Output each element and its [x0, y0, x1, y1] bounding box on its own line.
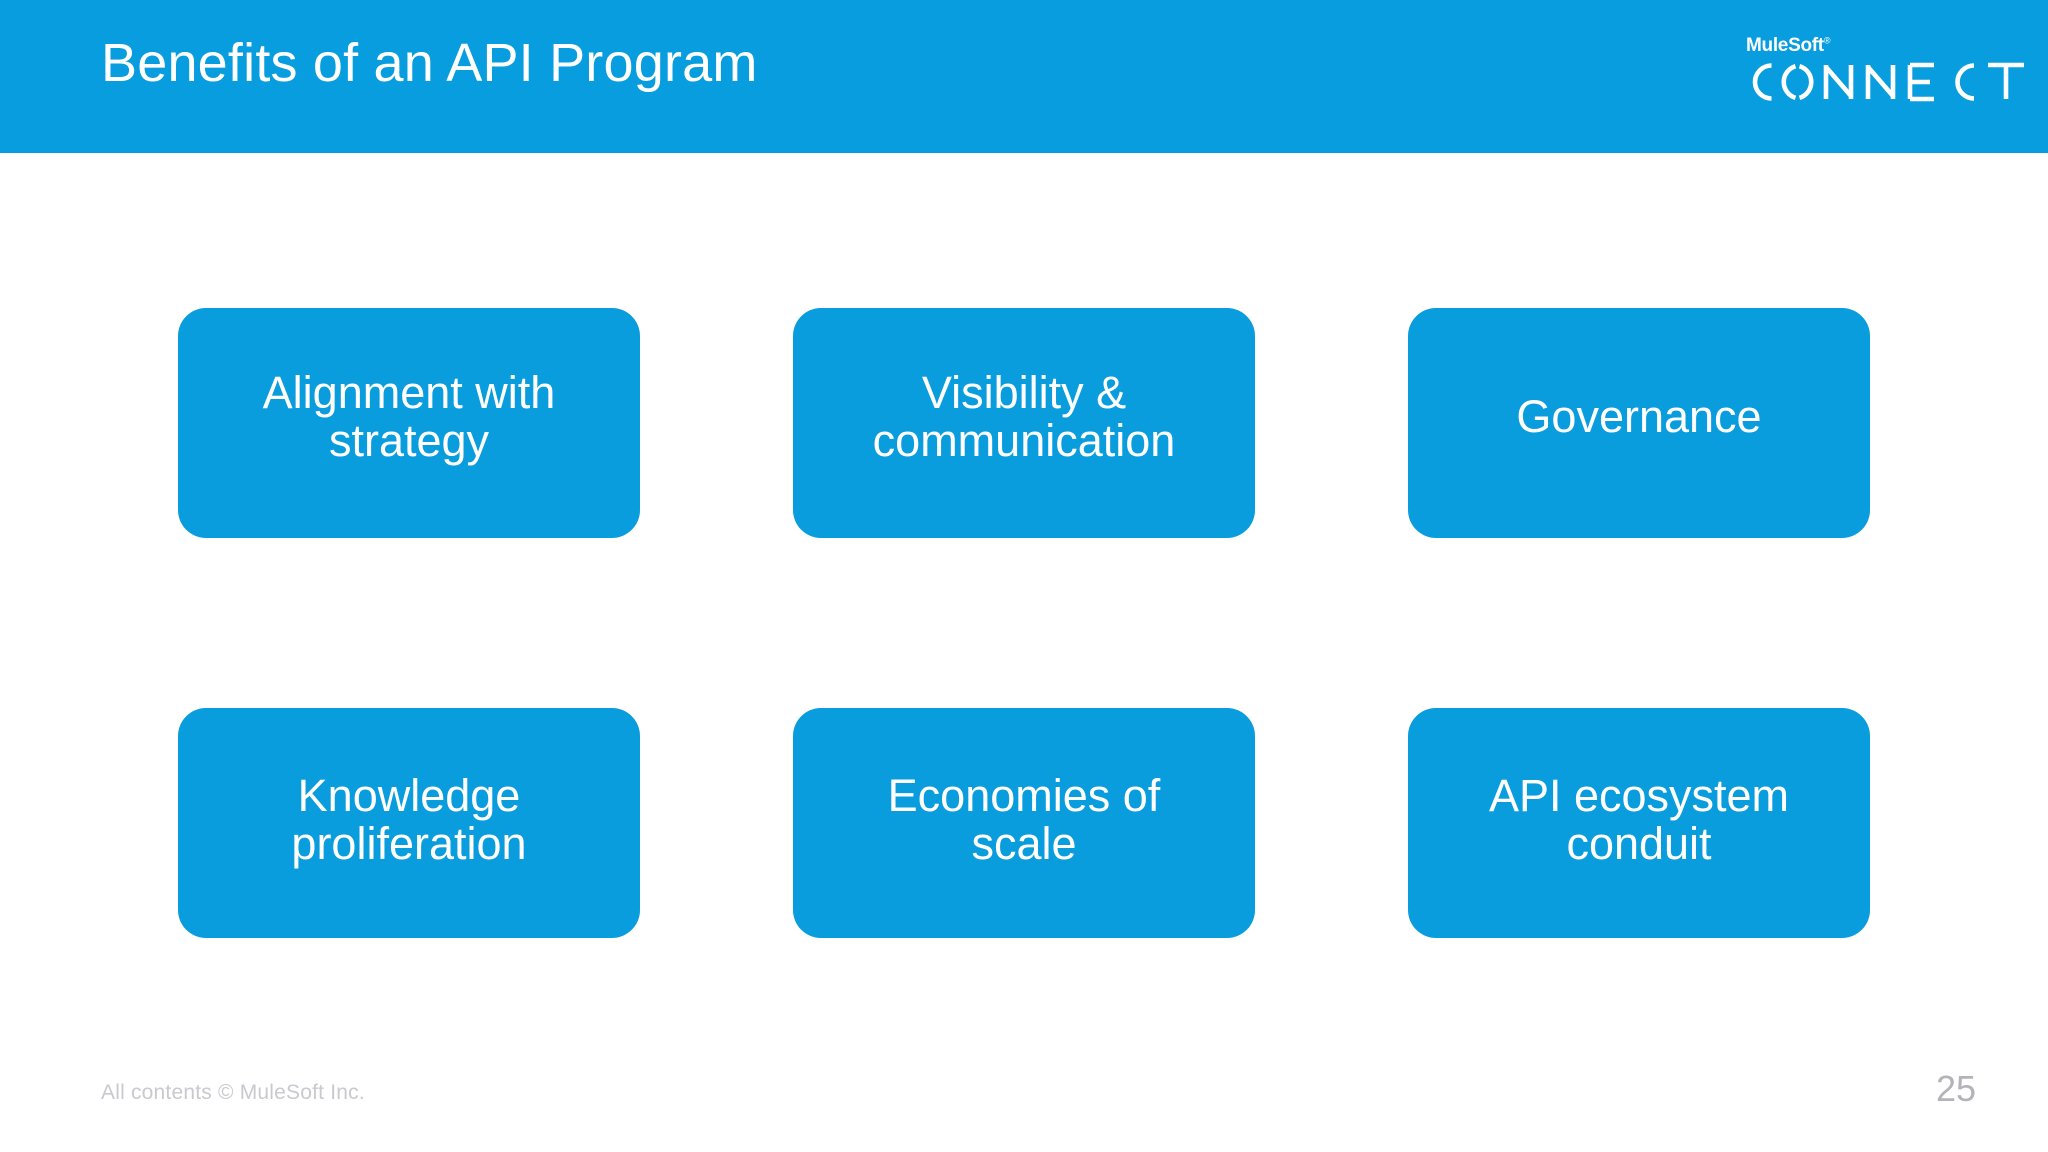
- benefit-card-label: Governance: [1516, 391, 1762, 443]
- connect-event-wordmark: [1738, 56, 2028, 108]
- connect-logotype-svg: [1752, 62, 2024, 102]
- mulesoft-brand-text: MuleSoft: [1746, 35, 1824, 56]
- benefit-card-label: Knowledge proliferation: [291, 770, 527, 869]
- benefit-card-economies-of-scale[interactable]: Economies of scale: [793, 708, 1255, 938]
- mulesoft-brand-wordmark: MuleSoft®: [1746, 36, 1830, 55]
- benefit-card-knowledge-proliferation[interactable]: Knowledge proliferation: [178, 708, 640, 938]
- benefit-card-visibility-communication[interactable]: Visibility & communication: [793, 308, 1255, 538]
- registered-trademark-icon: ®: [1823, 35, 1831, 46]
- benefit-card-alignment-with-strategy[interactable]: Alignment with strategy: [178, 308, 640, 538]
- slide-header-band: Benefits of an API Program MuleSoft®: [0, 0, 2048, 153]
- mulesoft-connect-logo: MuleSoft®: [1738, 36, 2028, 110]
- benefit-card-governance[interactable]: Governance: [1408, 308, 1870, 538]
- slide-page-number: 25: [1935, 1068, 1976, 1109]
- benefit-card-label: Alignment with strategy: [262, 367, 556, 466]
- benefit-card-api-ecosystem-conduit[interactable]: API ecosystem conduit: [1408, 708, 1870, 938]
- benefit-card-label: Economies of scale: [887, 770, 1161, 869]
- benefit-card-label: Visibility & communication: [872, 367, 1176, 466]
- footer-copyright-text: All contents © MuleSoft Inc.: [101, 1081, 365, 1104]
- benefit-card-label: API ecosystem conduit: [1488, 770, 1790, 869]
- page-title: Benefits of an API Program: [101, 33, 758, 93]
